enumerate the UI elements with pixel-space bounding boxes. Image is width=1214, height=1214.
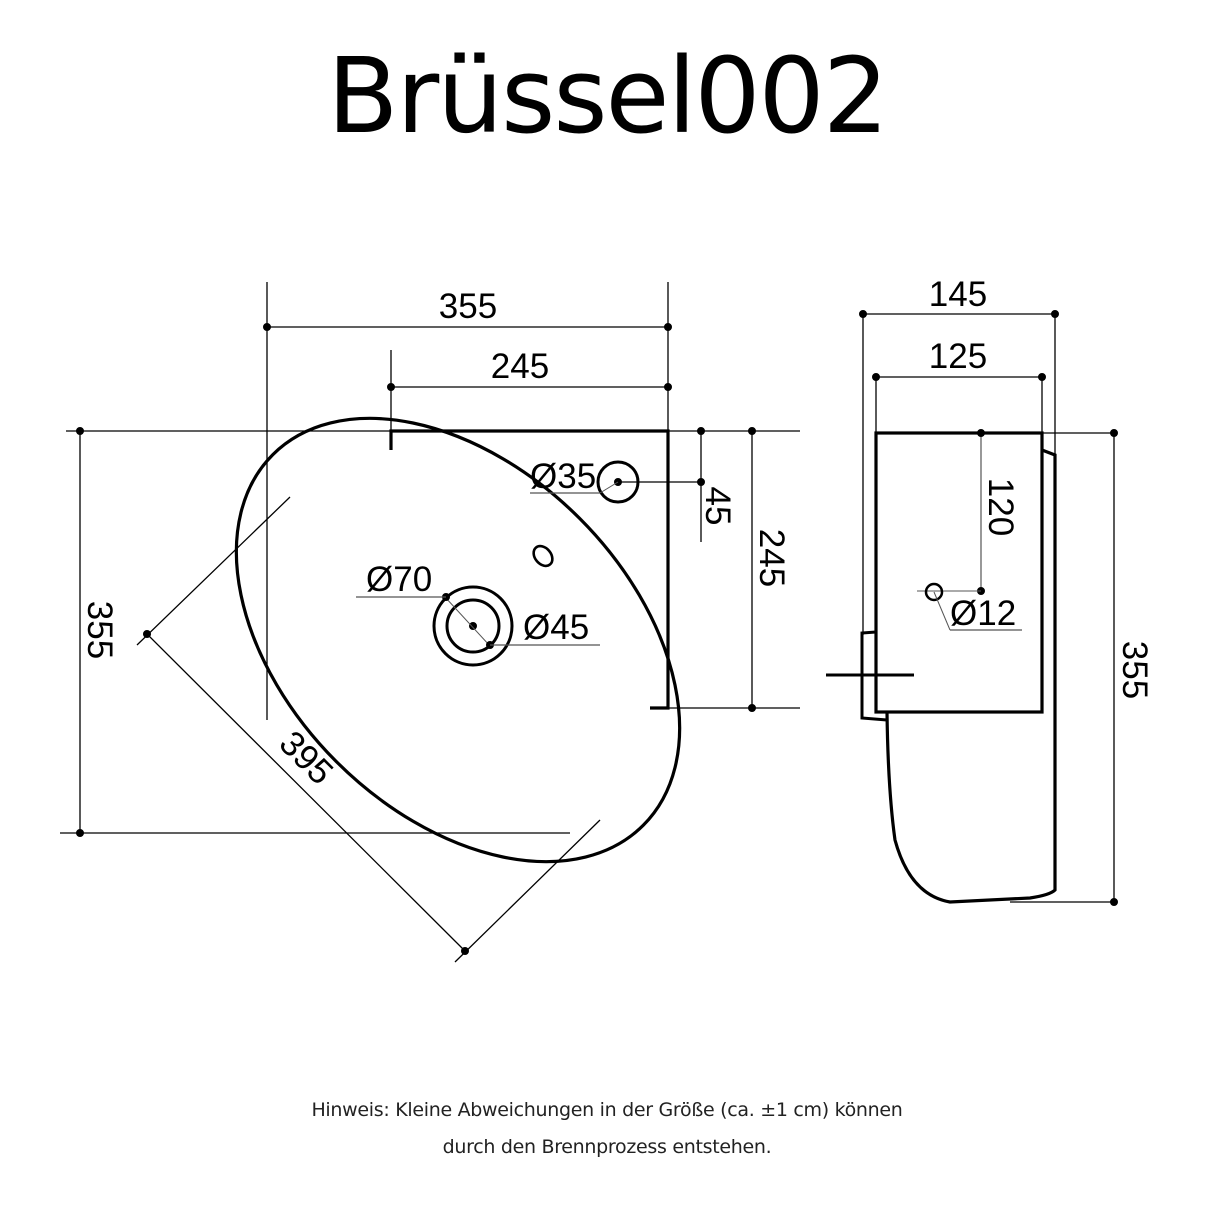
label-tap-hole: Ø35	[530, 457, 596, 496]
dim-tap-offset: 45	[698, 487, 737, 526]
dim-side-top-depth: 125	[929, 337, 987, 376]
dim-back-width: 245	[491, 347, 549, 386]
note-line-1: Hinweis: Kleine Abweichungen in der Größ…	[311, 1099, 903, 1121]
dim-overall-width: 355	[439, 287, 497, 326]
side-view	[826, 310, 1118, 906]
dim-side-depth: 245	[752, 529, 791, 587]
top-view	[60, 282, 800, 963]
label-drain-inner: Ø45	[523, 608, 589, 647]
product-title: Brüssel002	[327, 35, 889, 157]
note-line-2: durch den Brennprozess entstehen.	[442, 1136, 772, 1158]
dim-side-height: 355	[1115, 641, 1154, 699]
label-overflow: Ø12	[950, 594, 1016, 633]
dim-overall-depth: 355	[80, 601, 119, 659]
side-view-labels: 145 125 120 355 Ø12	[929, 275, 1154, 699]
dim-side-overall-depth: 145	[929, 275, 987, 314]
dim-diagonal: 395	[272, 723, 341, 792]
dim-overflow-height: 120	[981, 478, 1020, 536]
label-drain-outer: Ø70	[366, 560, 432, 599]
top-view-labels: 355 245 355 45 245 395 Ø35 Ø70 Ø45	[80, 287, 791, 792]
